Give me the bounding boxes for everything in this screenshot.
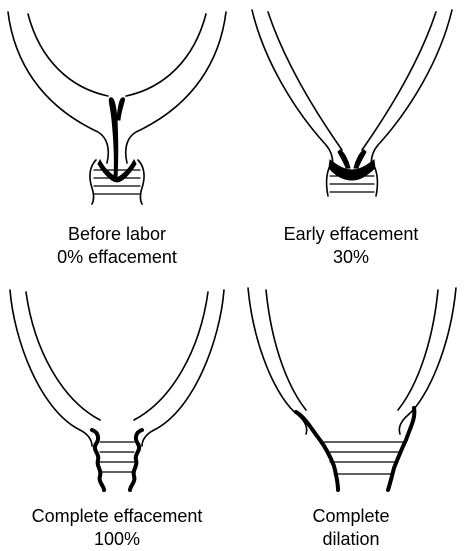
cervix-complete-dilation-illustration <box>234 280 468 490</box>
caption-complete-effacement-line1: Complete effacement <box>0 505 234 528</box>
caption-before-labor-line1: Before labor <box>0 223 234 246</box>
panel-complete-effacement: Complete effacement 100% <box>0 280 234 551</box>
cervix-complete-effacement-illustration <box>0 280 234 490</box>
caption-complete-dilation-line2: dilation <box>234 528 468 551</box>
caption-complete-dilation-line1: Complete <box>234 505 468 528</box>
panel-early-effacement: Early effacement 30% <box>234 0 468 270</box>
panel-complete-dilation: Complete dilation <box>234 280 468 551</box>
panel-before-labor: Before labor 0% effacement <box>0 0 234 270</box>
caption-early-effacement-line1: Early effacement <box>234 223 468 246</box>
caption-before-labor-line2: 0% effacement <box>0 246 234 269</box>
cervix-before-labor-illustration <box>0 0 234 210</box>
caption-complete-effacement-line2: 100% <box>0 528 234 551</box>
cervix-early-effacement-illustration <box>234 0 468 210</box>
caption-early-effacement-line2: 30% <box>234 246 468 269</box>
